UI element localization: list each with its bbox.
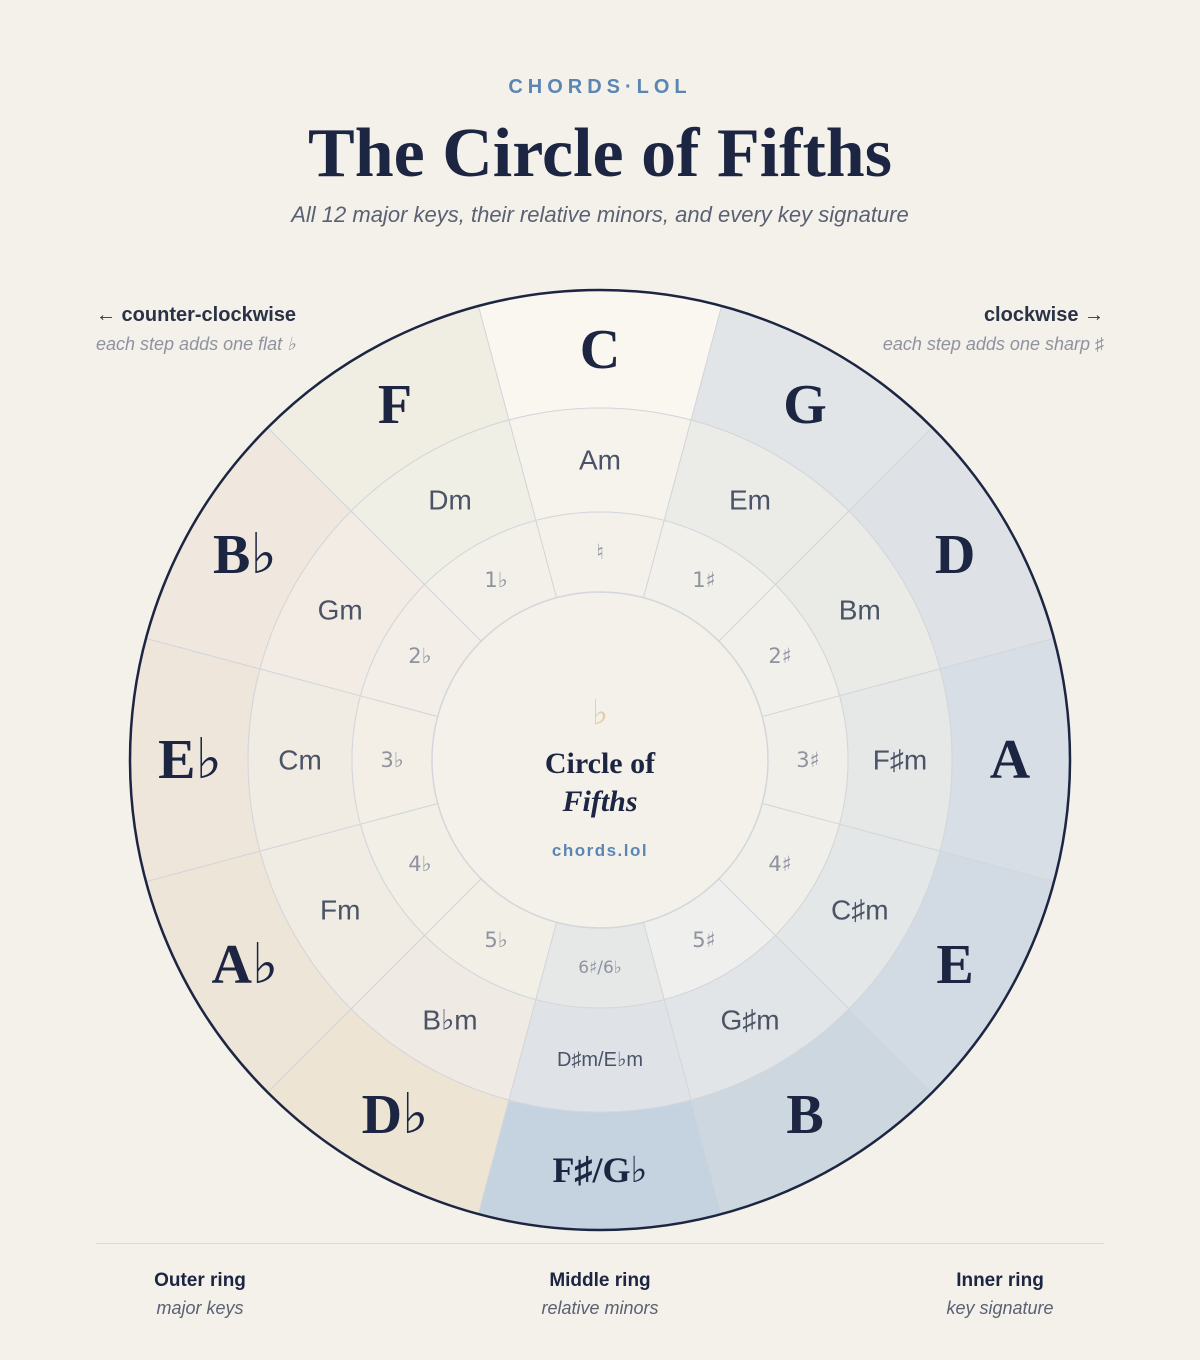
major-key-label: B♭ [213, 524, 277, 586]
direction-clockwise: clockwise → each step adds one sharp ♯ [824, 302, 1104, 355]
minor-key-label: Bm [839, 595, 881, 626]
key-signature-label: 4♯ [768, 852, 792, 876]
legend-outer-desc: major keys [156, 1298, 244, 1318]
center-brand: chords.lol [552, 841, 648, 860]
center-title-line2: Fifths [561, 785, 637, 818]
minor-key-label: Am [579, 445, 621, 476]
major-key-label: D [935, 524, 975, 586]
key-signature-label: 2♭ [408, 644, 431, 668]
major-key-label: D♭ [362, 1084, 429, 1146]
wheel-outline [128, 288, 1072, 1232]
minor-key-label: B♭m [422, 1004, 477, 1035]
key-signature-label: 1♭ [484, 568, 507, 592]
direction-ccw-note: each step adds one flat ♭ [96, 334, 296, 354]
legend-middle-ring: Middle ring relative minors [480, 1268, 720, 1320]
key-signature-label: 5♯ [692, 928, 716, 952]
major-key-label: A [990, 729, 1031, 791]
major-key-label: F [378, 374, 412, 436]
legend-inner-title: Inner ring [956, 1270, 1044, 1291]
minor-key-label: G♯m [720, 1004, 779, 1035]
center-disc [431, 591, 769, 929]
major-key-label: F♯/G♭ [553, 1150, 648, 1190]
minor-key-label: D♯m/E♭m [557, 1049, 643, 1071]
legend-outer-ring: Outer ring major keys [80, 1268, 320, 1320]
center-flat-icon: ♭ [592, 693, 608, 733]
major-key-label: E♭ [158, 729, 222, 791]
key-signature-label: ♮ [596, 540, 604, 564]
minor-key-label: Em [729, 485, 771, 516]
major-key-label: G [783, 374, 827, 436]
key-signature-label: 5♭ [484, 928, 507, 952]
legend-middle-title: Middle ring [549, 1270, 651, 1291]
minor-key-label: Gm [318, 595, 363, 626]
minor-key-label: Fm [320, 895, 360, 926]
center-title-line1: Circle of [545, 747, 656, 780]
legend-middle-desc: relative minors [541, 1298, 659, 1318]
minor-key-label: Dm [428, 485, 472, 516]
page-title: The Circle of Fifths [308, 115, 892, 192]
minor-key-label: Cm [278, 745, 322, 776]
direction-cw-label: clockwise → [983, 304, 1104, 326]
footer-divider [96, 1243, 1104, 1244]
legend-inner-desc: key signature [946, 1298, 1054, 1318]
brand-wordmark: CHORDS·LOL [508, 76, 692, 98]
key-signature-label: 4♭ [408, 852, 431, 876]
direction-ccw-label: ← counter-clockwise [96, 304, 297, 326]
wheel-rings: C Am ♮ G Em 1♯ D Bm 2♯ A F♯m 3♯ E C♯m 4♯ B G♯m 5♯ F♯/G♭ D♯m… [129, 289, 1071, 1231]
page-subtitle: All 12 major keys, their relative minors… [291, 202, 909, 227]
key-signature-label: 2♯ [768, 644, 792, 668]
direction-counter-clockwise: ← counter-clockwise each step adds one f… [96, 302, 376, 355]
major-key-label: B [786, 1084, 823, 1146]
key-signature-label: 3♭ [380, 748, 403, 772]
major-key-label: E [936, 934, 973, 996]
legend-inner-ring: Inner ring key signature [880, 1268, 1120, 1320]
key-signature-label: 3♯ [796, 748, 820, 772]
direction-cw-note: each step adds one sharp ♯ [882, 334, 1104, 354]
minor-key-label: F♯m [873, 745, 927, 776]
key-signature-label: 1♯ [692, 568, 716, 592]
minor-key-label: C♯m [831, 895, 889, 926]
key-signature-label: 6♯/6♭ [578, 958, 622, 978]
major-key-label: A♭ [211, 934, 278, 996]
major-key-label: C [580, 319, 620, 381]
legend-outer-title: Outer ring [154, 1270, 246, 1291]
